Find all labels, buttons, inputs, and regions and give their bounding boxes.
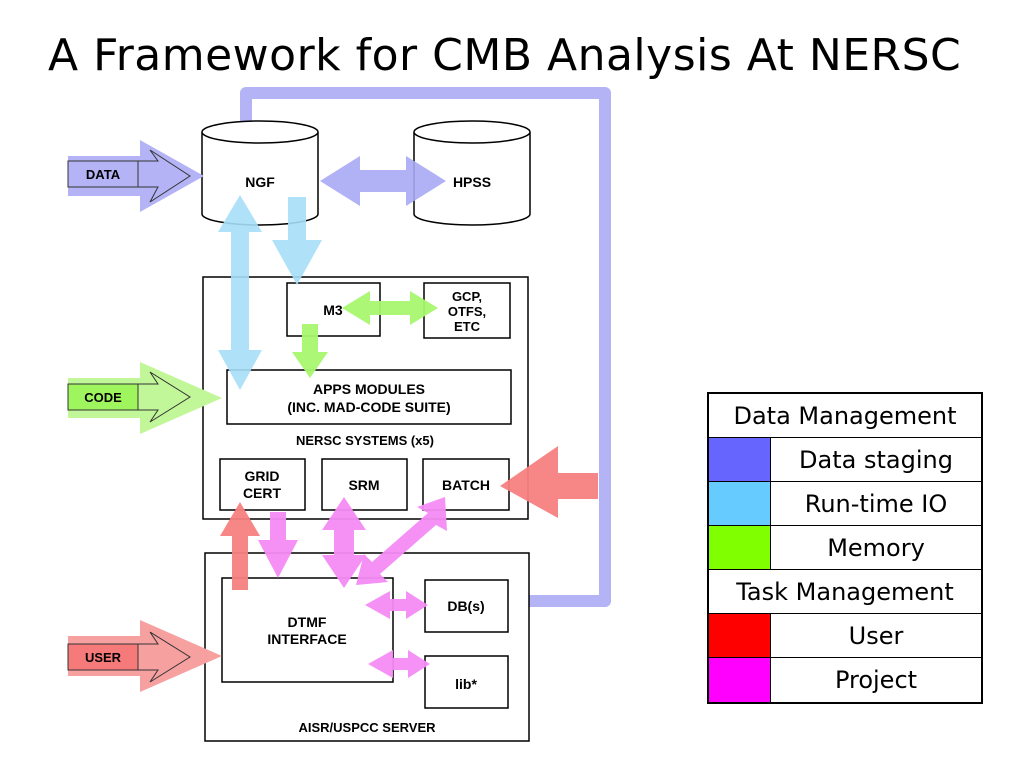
nersc-systems-label: NERSC SYSTEMS (x5)	[296, 433, 434, 448]
legend-row-data-staging: Data staging	[709, 438, 981, 482]
gcp-box	[423, 282, 511, 339]
srm-label: SRM	[348, 477, 379, 493]
legend-swatch-project	[709, 658, 771, 702]
legend-table: Data Management Data staging Run-time IO…	[707, 392, 983, 704]
gcp-label-line1: GCP,	[452, 289, 482, 304]
code-input-arrow: CODE	[67, 362, 222, 434]
apps-modules-box	[226, 369, 512, 425]
legend-label-project: Project	[834, 666, 918, 694]
lib-box	[424, 655, 509, 709]
project-arrow-batch-dtmf	[356, 497, 447, 585]
legend-label-user: User	[848, 621, 904, 650]
batch-label: BATCH	[442, 477, 490, 493]
legend-swatch-runtime-io	[709, 482, 771, 525]
ngf-hpss-arrow	[320, 156, 446, 206]
memory-arrow-m3-gcp	[342, 291, 438, 325]
legend-row-user: User	[709, 614, 981, 658]
code-input-label: CODE	[84, 390, 122, 405]
user-input-label: USER	[85, 650, 122, 665]
slide-title: A Framework for CMB Analysis At NERSC	[48, 30, 962, 81]
dbs-box	[424, 579, 509, 633]
ngf-label: NGF	[245, 174, 275, 190]
project-arrows	[258, 497, 447, 678]
hpss-label: HPSS	[453, 174, 491, 190]
apps-label-line2: (INC. MAD-CODE SUITE)	[287, 399, 450, 415]
gcp-label-line2: OTFS,	[448, 304, 486, 319]
legend-label-memory: Memory	[827, 533, 925, 562]
aisr-server-label: AISR/USPCC SERVER	[298, 720, 436, 735]
runtime-io-arrow-ngf-m3	[272, 197, 322, 285]
legend-row-memory: Memory	[709, 526, 981, 570]
ngf-cylinder: NGF	[201, 120, 319, 226]
hpss-cylinder: HPSS	[413, 120, 531, 226]
legend-swatch-user	[709, 614, 771, 657]
memory-arrow-m3-apps	[292, 324, 328, 378]
user-arrow-batch	[500, 446, 598, 518]
data-staging-loop-arrow	[240, 87, 611, 607]
gcp-label-line3: ETC	[454, 319, 481, 334]
grid-label-line2: CERT	[243, 485, 282, 501]
grid-label-line1: GRID	[245, 468, 280, 484]
user-input-arrow: USER	[67, 620, 222, 692]
dtmf-interface-box	[221, 577, 394, 683]
srm-box	[321, 458, 408, 511]
dbs-label: DB(s)	[447, 598, 484, 614]
data-input-arrow: DATA	[67, 140, 204, 212]
apps-label-line1: APPS MODULES	[313, 381, 425, 397]
user-arrow-grid-cert	[220, 502, 260, 590]
project-arrow-srm-dtmf	[322, 497, 366, 588]
legend-label-data-staging: Data staging	[799, 445, 953, 474]
dtmf-label-line2: INTERFACE	[267, 631, 346, 647]
legend-swatch-memory	[709, 526, 771, 569]
legend-header-data-management: Data Management	[709, 394, 981, 438]
lib-label: lib*	[455, 676, 477, 692]
legend-swatch-data-staging	[709, 438, 771, 481]
project-arrow-dtmf-dbs	[365, 591, 428, 619]
legend-label-runtime-io: Run-time IO	[804, 489, 948, 518]
data-input-label: DATA	[86, 167, 121, 182]
legend-header-task-management: Task Management	[709, 570, 981, 614]
m3-label: M3	[323, 302, 343, 318]
grid-cert-box	[219, 458, 306, 511]
dtmf-label-line1: DTMF	[288, 614, 327, 630]
runtime-io-arrow-ngf-apps	[218, 195, 262, 390]
project-arrow-grid-dtmf	[258, 512, 298, 578]
legend-row-project: Project	[709, 658, 981, 702]
project-arrow-dtmf-lib	[368, 650, 430, 678]
legend-row-runtime-io: Run-time IO	[709, 482, 981, 526]
